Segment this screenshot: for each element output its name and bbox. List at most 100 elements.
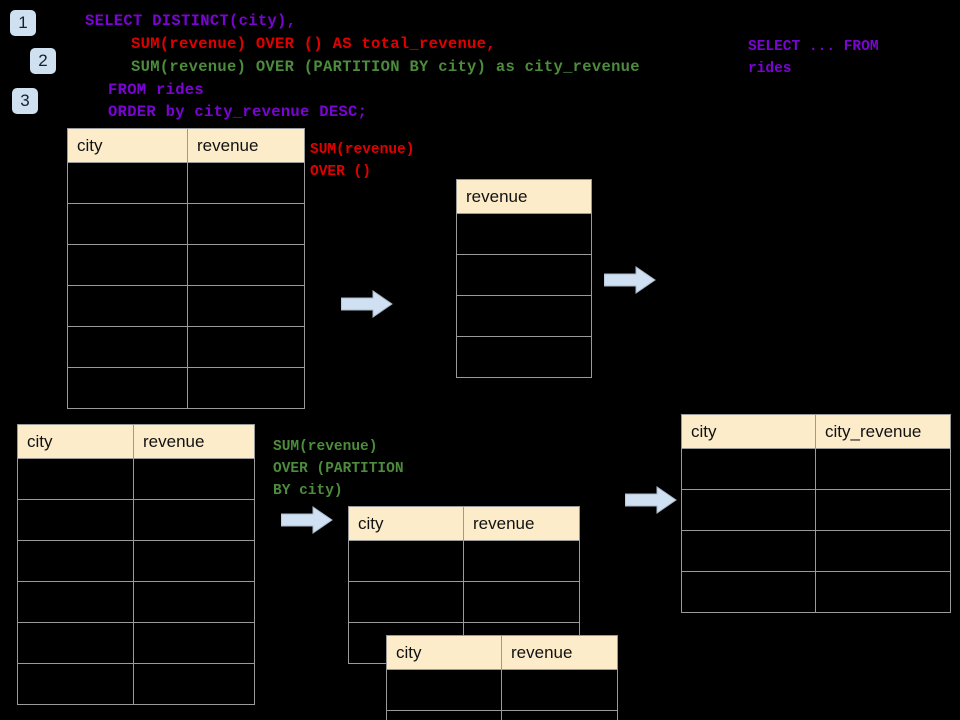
table-row xyxy=(17,581,255,623)
table-cell xyxy=(17,581,134,623)
table-row xyxy=(348,540,580,582)
table-cell xyxy=(187,162,305,204)
table-cell xyxy=(815,571,951,613)
table-row xyxy=(456,336,592,378)
table-cell xyxy=(456,295,592,337)
table-row xyxy=(386,710,618,720)
table-cell xyxy=(386,669,502,711)
table-cell xyxy=(681,489,816,531)
arrow-total-to-result xyxy=(603,265,656,295)
arrow-top-to-total xyxy=(340,289,393,319)
arrow-bottom-to-part xyxy=(280,505,333,535)
table-cell xyxy=(348,581,464,623)
table-cell xyxy=(501,710,618,720)
step-badge-3: 3 xyxy=(12,88,38,114)
table-cell xyxy=(133,499,255,541)
sum-over-partition-label: SUM(revenue) OVER (PARTITION BY city) xyxy=(273,439,404,499)
table-cell xyxy=(187,244,305,286)
table-row xyxy=(67,367,305,409)
table-cell xyxy=(17,458,134,500)
table-row xyxy=(17,663,255,705)
table-cell xyxy=(463,540,580,582)
table-row xyxy=(386,669,618,711)
table-cell xyxy=(133,540,255,582)
table-cell xyxy=(681,448,816,490)
table-cell xyxy=(133,458,255,500)
sql-line-4: FROM rides xyxy=(108,81,205,99)
table-cell xyxy=(187,285,305,327)
column-header-revenue: revenue xyxy=(456,179,592,214)
sql-line-2: SUM(revenue) OVER () AS total_revenue, xyxy=(131,35,496,53)
table-cell xyxy=(67,367,188,409)
table-row xyxy=(681,571,951,613)
table-row xyxy=(456,295,592,337)
table-cell xyxy=(681,530,816,572)
column-header-city_revenue: city_revenue xyxy=(815,414,951,449)
table-cell xyxy=(501,669,618,711)
table-cell xyxy=(17,663,134,705)
table-cell xyxy=(17,622,134,664)
sql-line-1: SELECT DISTINCT(city), xyxy=(85,12,297,30)
column-header-city: city xyxy=(681,414,816,449)
table-cell xyxy=(67,326,188,368)
table-cell xyxy=(386,710,502,720)
table-cell xyxy=(815,448,951,490)
column-header-city: city xyxy=(67,128,188,163)
table-cell xyxy=(133,581,255,623)
column-header-city: city xyxy=(17,424,134,459)
table-cell xyxy=(815,530,951,572)
table-cell xyxy=(67,285,188,327)
table-row xyxy=(67,285,305,327)
table-cell xyxy=(67,244,188,286)
table-cell xyxy=(67,162,188,204)
table-row xyxy=(681,489,951,531)
sql-line-3: SUM(revenue) OVER (PARTITION BY city) as… xyxy=(131,58,640,76)
table-row xyxy=(67,326,305,368)
table-cell xyxy=(133,622,255,664)
table-header-row: revenue xyxy=(456,179,592,214)
table-cell xyxy=(456,254,592,296)
table-row xyxy=(17,622,255,664)
step-badge-1: 1 xyxy=(10,10,36,36)
column-header-city: city xyxy=(386,635,502,670)
table-row xyxy=(17,458,255,500)
column-header-revenue: revenue xyxy=(501,635,618,670)
table-cell xyxy=(187,367,305,409)
table-cell xyxy=(187,203,305,245)
table-cell xyxy=(456,336,592,378)
column-header-revenue: revenue xyxy=(187,128,305,163)
table-cell xyxy=(17,540,134,582)
table-cell xyxy=(133,663,255,705)
table-row xyxy=(67,203,305,245)
table-row xyxy=(348,581,580,623)
total-revenue-table: revenue xyxy=(456,179,592,378)
column-header-city: city xyxy=(348,506,464,541)
table-cell xyxy=(463,581,580,623)
table-row xyxy=(67,244,305,286)
table-cell xyxy=(815,489,951,531)
column-header-revenue: revenue xyxy=(133,424,255,459)
table-row xyxy=(681,530,951,572)
table-row xyxy=(456,254,592,296)
table-row xyxy=(456,213,592,255)
table-cell xyxy=(348,540,464,582)
step-badge-2: 2 xyxy=(30,48,56,74)
arrow-part-to-result xyxy=(624,485,677,515)
table-row xyxy=(67,162,305,204)
table-row xyxy=(681,448,951,490)
source-query-label: SELECT ... FROM rides xyxy=(748,39,879,77)
table-row xyxy=(17,499,255,541)
table-cell xyxy=(456,213,592,255)
table-cell xyxy=(187,326,305,368)
column-header-revenue: revenue xyxy=(463,506,580,541)
